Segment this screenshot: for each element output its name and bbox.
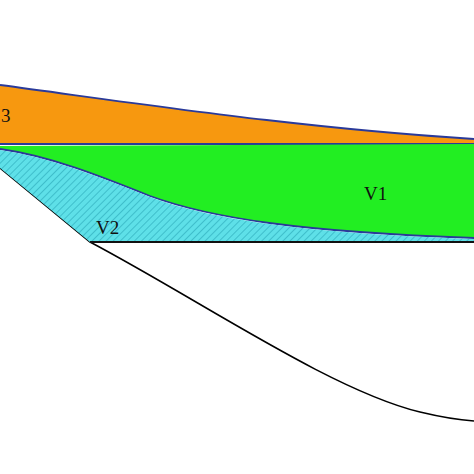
region-fill [0,85,474,144]
region-outline [0,82,474,145]
region-label: 3 [1,106,11,125]
region-shape: V2 [0,146,474,244]
region-border [90,241,474,243]
region-label: V2 [96,218,119,237]
region-shape: 3 [0,82,474,145]
region-border [0,85,474,144]
region-label: V1 [364,184,387,203]
region-outline [0,146,474,244]
region-fill [0,150,474,242]
